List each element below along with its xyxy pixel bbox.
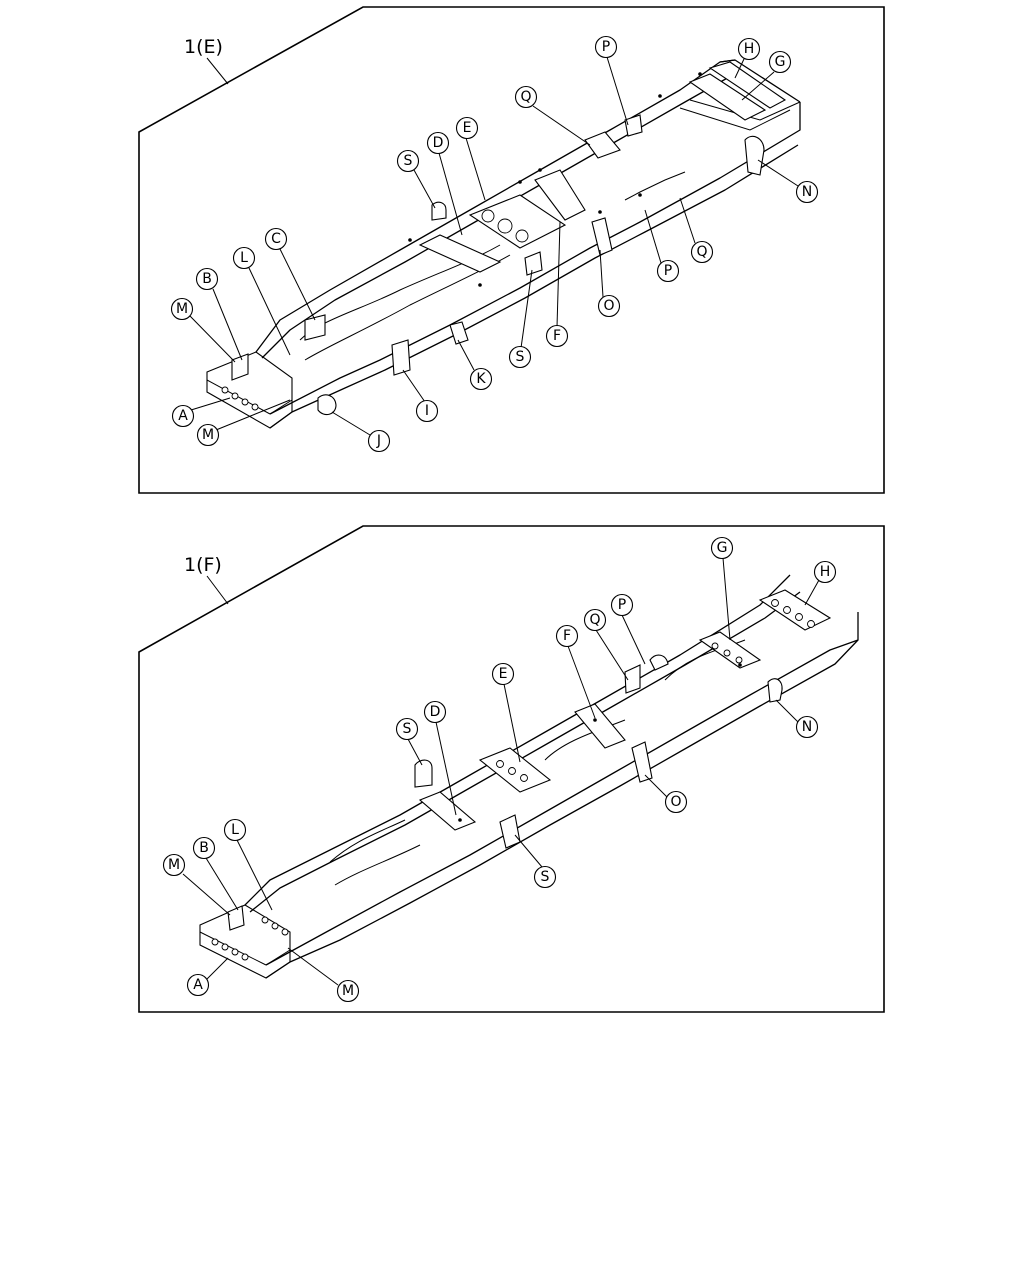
svg-text:D: D xyxy=(433,135,444,151)
callout-m: M xyxy=(336,979,360,1003)
callout-q: Q xyxy=(514,85,538,109)
callout-s: S xyxy=(508,345,532,369)
panel-1f-leaders xyxy=(182,557,820,986)
callout-d: D xyxy=(423,700,447,724)
callout-h: H xyxy=(813,560,837,584)
callout-e: E xyxy=(455,116,479,140)
panel-1e-callouts: P H G Q E D S N C L B M S F P Q O K I A … xyxy=(170,35,819,453)
svg-text:N: N xyxy=(802,719,812,735)
panel-1f-callouts: G H P Q F E N S D O L B M S A M xyxy=(162,536,837,1003)
svg-text:S: S xyxy=(403,721,412,737)
callout-d: D xyxy=(426,131,450,155)
panel-1e-border xyxy=(138,6,885,494)
svg-text:E: E xyxy=(499,666,508,682)
callout-o: O xyxy=(597,294,621,318)
svg-text:F: F xyxy=(563,628,571,644)
svg-text:P: P xyxy=(602,39,610,55)
svg-text:B: B xyxy=(202,271,212,287)
callout-o: O xyxy=(664,790,688,814)
callout-m: M xyxy=(170,297,194,321)
callout-c: C xyxy=(264,227,288,251)
callout-f: F xyxy=(545,324,569,348)
panel-1e-title: 1(E) xyxy=(184,36,223,58)
panel-1e-leaders xyxy=(189,56,799,436)
svg-text:I: I xyxy=(425,403,429,419)
svg-text:O: O xyxy=(670,794,681,810)
svg-text:G: G xyxy=(775,54,786,70)
callout-a: A xyxy=(171,404,195,428)
callout-h: H xyxy=(737,37,761,61)
svg-text:O: O xyxy=(603,298,614,314)
callout-j: J xyxy=(367,429,391,453)
callout-s: S xyxy=(396,149,420,173)
svg-text:L: L xyxy=(240,250,248,266)
callout-e: E xyxy=(491,662,515,686)
svg-text:C: C xyxy=(271,231,281,247)
frame-1e-drawing xyxy=(206,59,801,429)
svg-text:H: H xyxy=(820,564,831,580)
panel-1f-title: 1(F) xyxy=(184,554,222,576)
svg-text:L: L xyxy=(231,822,239,838)
svg-text:S: S xyxy=(404,153,413,169)
svg-text:F: F xyxy=(553,328,561,344)
callout-g: G xyxy=(768,50,792,74)
callout-l: L xyxy=(232,246,256,270)
callout-k: K xyxy=(469,367,493,391)
svg-text:J: J xyxy=(376,433,381,449)
callout-q: Q xyxy=(583,608,607,632)
callout-s: S xyxy=(395,717,419,741)
callout-m: M xyxy=(162,853,186,877)
panel-1e: 1(E) xyxy=(138,6,885,494)
svg-text:B: B xyxy=(199,840,209,856)
svg-text:S: S xyxy=(516,349,525,365)
svg-text:M: M xyxy=(168,857,180,873)
svg-text:S: S xyxy=(541,869,550,885)
callout-m: M xyxy=(196,423,220,447)
svg-text:P: P xyxy=(664,263,672,279)
callout-b: B xyxy=(195,267,219,291)
callout-g: G xyxy=(710,536,734,560)
svg-text:Q: Q xyxy=(520,89,531,105)
callout-p: P xyxy=(656,259,680,283)
svg-text:E: E xyxy=(463,120,472,136)
svg-text:A: A xyxy=(193,977,203,993)
panel-1f-border xyxy=(138,525,885,1013)
callout-n: N xyxy=(795,180,819,204)
svg-text:Q: Q xyxy=(696,244,707,260)
svg-text:M: M xyxy=(342,983,354,999)
panel-1f: 1(F) xyxy=(138,525,885,1013)
callout-a: A xyxy=(186,973,210,997)
callout-p: P xyxy=(610,593,634,617)
svg-text:M: M xyxy=(202,427,214,443)
svg-text:G: G xyxy=(717,540,728,556)
callout-f: F xyxy=(555,624,579,648)
callout-i: I xyxy=(415,399,439,423)
svg-text:K: K xyxy=(476,371,486,387)
svg-text:M: M xyxy=(176,301,188,317)
callout-p: P xyxy=(594,35,618,59)
callout-l: L xyxy=(223,818,247,842)
svg-text:P: P xyxy=(618,597,626,613)
callout-n: N xyxy=(795,715,819,739)
svg-text:Q: Q xyxy=(589,612,600,628)
svg-text:H: H xyxy=(744,41,755,57)
svg-text:A: A xyxy=(178,408,188,424)
callout-q: Q xyxy=(690,240,714,264)
callout-b: B xyxy=(192,836,216,860)
callout-s: S xyxy=(533,865,557,889)
svg-text:D: D xyxy=(430,704,441,720)
panel-1e-title-leader xyxy=(206,57,229,85)
frame-1f-drawing xyxy=(199,574,859,979)
panel-1f-title-leader xyxy=(206,575,229,605)
svg-text:N: N xyxy=(802,184,812,200)
